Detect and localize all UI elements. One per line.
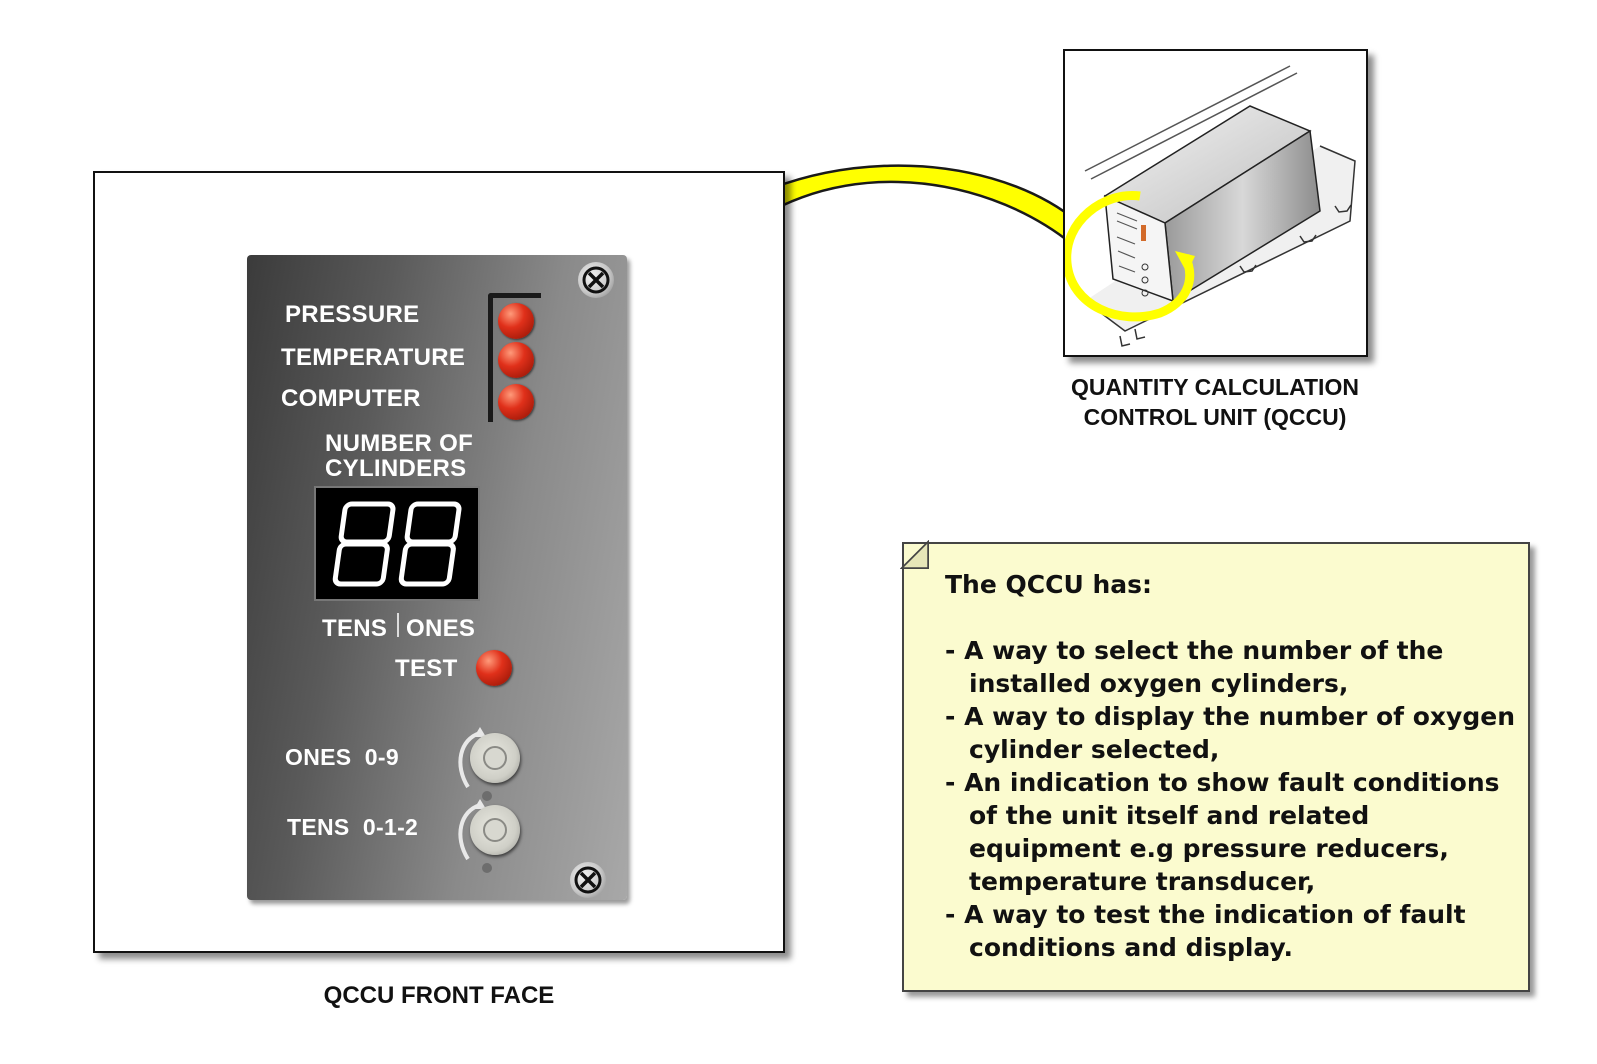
note-item: - A way to test the indication of fault … <box>945 900 1466 962</box>
pressure-fault-led <box>498 303 534 339</box>
test-button[interactable] <box>476 650 512 686</box>
display-heading-line1: NUMBER OF <box>325 430 474 457</box>
info-note <box>902 542 1530 992</box>
cylinder-count-display: 88 <box>314 486 480 601</box>
knob-indicator-dot <box>482 791 492 801</box>
tens-selector-knob[interactable] <box>470 805 520 855</box>
note-item: - An indication to show fault conditions… <box>945 768 1500 896</box>
test-label: TEST <box>395 655 458 682</box>
ones-digit-label: ONES <box>406 615 476 642</box>
screw-icon <box>570 862 606 898</box>
note-title: The QCCU has: <box>945 570 1153 599</box>
temperature-label: TEMPERATURE <box>281 344 466 371</box>
rotate-arrow-icon <box>458 799 486 861</box>
tens-digit-label: TENS <box>322 615 388 642</box>
temperature-fault-led <box>498 342 534 378</box>
ones-selector-label: ONES 0-9 <box>285 744 399 770</box>
qccu-unit-illustration <box>1063 49 1368 357</box>
seven-segment-digits <box>332 501 462 587</box>
computer-label: COMPUTER <box>281 385 421 412</box>
screw-icon <box>578 262 614 298</box>
ones-selector-knob[interactable] <box>470 733 520 783</box>
rotate-arrow-icon <box>458 727 486 789</box>
note-fold-corner <box>900 540 929 569</box>
note-item: - A way to display the number of oxygen … <box>945 702 1516 764</box>
indicator-bracket <box>488 293 541 422</box>
qccu-caption-line1: QUANTITY CALCULATION <box>1071 374 1359 400</box>
display-heading-line2: CYLINDERS <box>325 455 467 482</box>
digit-divider <box>397 613 399 637</box>
tens-selector-label: TENS 0-1-2 <box>287 814 419 840</box>
pressure-label: PRESSURE <box>285 301 420 328</box>
qccu-caption: QUANTITY CALCULATION CONTROL UNIT (QCCU) <box>1040 372 1390 432</box>
qccu-caption-line2: CONTROL UNIT (QCCU) <box>1083 404 1347 430</box>
front-face-caption: QCCU FRONT FACE <box>323 982 555 1009</box>
computer-fault-led <box>498 384 534 420</box>
note-item: - A way to select the number of the inst… <box>945 636 1444 698</box>
knob-indicator-dot <box>482 863 492 873</box>
note-text: The QCCU has: - A way to select the numb… <box>945 568 1515 964</box>
